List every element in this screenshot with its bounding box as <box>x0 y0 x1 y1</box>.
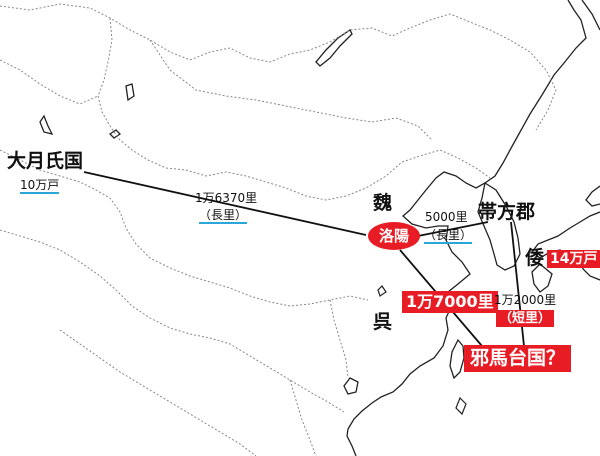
place-wu: 呉 <box>373 311 393 333</box>
place-luoyang: 洛陽 <box>368 222 420 250</box>
hainan-coastline <box>343 377 359 395</box>
place-wa: 倭 <box>525 247 545 269</box>
unit-short: （短里） <box>496 310 555 327</box>
route-luoyang-daifang <box>417 221 489 237</box>
hokkaido-coastline <box>585 185 600 207</box>
routes <box>83 171 525 347</box>
lake-small <box>377 285 387 297</box>
place-daygeshi: 大月氏国 <box>7 150 84 172</box>
taiwan-coastline <box>449 338 465 380</box>
households-daygeshi: 10万戸 <box>20 178 60 194</box>
route-daifang-yamatai <box>510 221 525 347</box>
place-daifang: 帯方郡 <box>478 201 536 223</box>
route-daygeshi-luoyang <box>83 171 367 236</box>
country-borders <box>0 3 557 456</box>
households-wa: 14万戸 <box>547 250 600 268</box>
korea-coastline <box>477 181 521 271</box>
sakhalin-coastline <box>581 0 600 31</box>
distance-yamatai-1: 1万7000里 <box>402 291 498 313</box>
unit-long-1: （長里） <box>199 208 248 224</box>
unit-long-2: （長里） <box>424 228 473 244</box>
mainland-coastline <box>346 0 587 456</box>
lake-west <box>125 83 135 102</box>
lake-baikal <box>315 29 353 67</box>
kyushu-coastline <box>531 263 553 293</box>
distance-daifang: 5000里 <box>425 210 468 224</box>
lake-balkhash <box>39 114 54 135</box>
issyk-kul <box>108 129 122 139</box>
place-yamatai: 邪馬台国？ <box>464 345 572 372</box>
place-wei: 魏 <box>373 192 393 214</box>
japan-coastline <box>531 211 600 281</box>
distance-yamatai-2: 1万2000里 <box>494 293 557 307</box>
lake-south <box>455 396 467 416</box>
distance-daygeshi: 1万6370里 <box>195 191 258 205</box>
